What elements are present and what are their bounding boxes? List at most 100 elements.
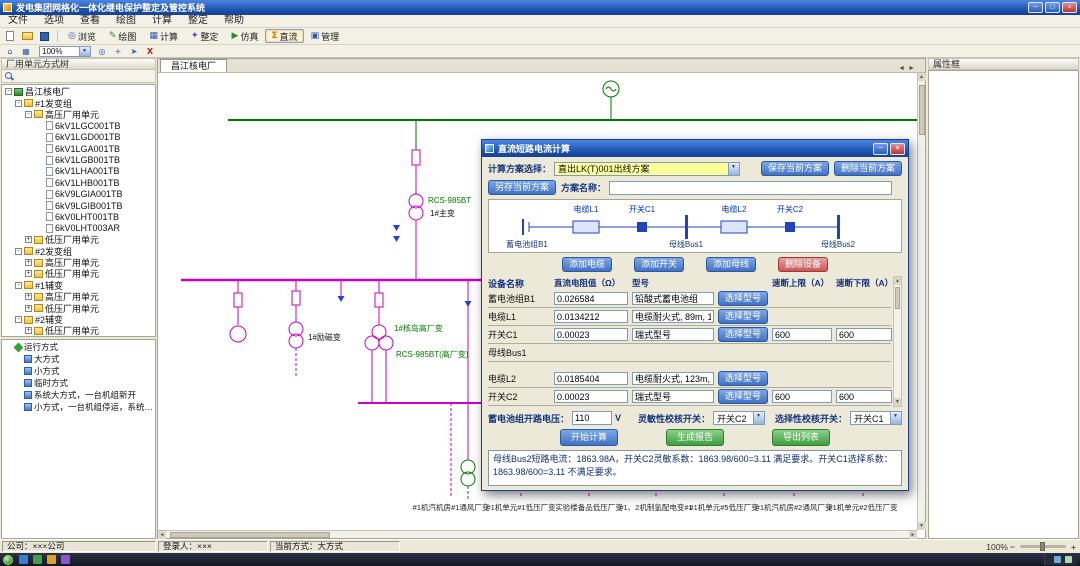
tree-expander[interactable]: - [25, 111, 32, 118]
mode-tree-item[interactable]: 小方式，一台机组停运，系统侧新开 [2, 401, 155, 413]
add-switch-button[interactable]: 添加开关 [634, 257, 684, 272]
tree-expander[interactable]: + [25, 327, 32, 334]
model-input[interactable] [632, 310, 714, 323]
select-model-button[interactable]: 选择型号 [718, 309, 768, 324]
tree-item[interactable]: + 高压厂用单元 [2, 257, 155, 268]
tray-icon[interactable] [1065, 556, 1072, 563]
toolbar-button[interactable]: ◎ 浏览 [62, 29, 102, 43]
toolbar-button[interactable]: Σ 直流 [265, 29, 303, 43]
resistance-input[interactable] [554, 372, 628, 385]
new-file-icon[interactable] [2, 29, 18, 43]
tab-changjiang-plant[interactable]: 昌江核电厂 [160, 59, 227, 72]
select-model-button[interactable]: 选择型号 [718, 371, 768, 386]
select-model-button[interactable]: 选择型号 [718, 389, 768, 404]
tree-item[interactable]: + 低压厂用单元 [2, 234, 155, 245]
mode-tree-item[interactable]: 运行方式 [2, 341, 155, 353]
table-scrollbar[interactable] [893, 276, 902, 407]
tree-expander[interactable]: + [25, 293, 32, 300]
select-model-button[interactable]: 选择型号 [718, 291, 768, 306]
dialog-minimize-button[interactable]: ─ [873, 143, 888, 155]
tree-item[interactable]: - #2发变组 [2, 245, 155, 256]
add-bus-button[interactable]: 添加母线 [706, 257, 756, 272]
menu-item[interactable]: 选项 [36, 15, 72, 27]
toolbar-button[interactable]: ▦ 计算 [143, 29, 184, 43]
canvas-horizontal-scrollbar[interactable] [158, 530, 917, 538]
taskbar-app-icon[interactable] [33, 555, 42, 564]
tree-search-input[interactable] [17, 71, 155, 81]
save-scheme-button[interactable]: 保存当前方案 [761, 161, 829, 176]
sensitivity-switch-combobox[interactable]: 开关C2 [713, 411, 765, 425]
menu-item[interactable]: 查看 [72, 15, 108, 27]
menu-item[interactable]: 文件 [0, 15, 36, 27]
scroll-left-icon[interactable] [158, 531, 166, 539]
tree-item[interactable]: 6kV9LGIA001TB [2, 189, 155, 200]
start-button[interactable] [3, 555, 13, 565]
tree-expander[interactable]: - [5, 88, 12, 95]
tree-item[interactable]: - #1辅变 [2, 280, 155, 291]
scroll-right-icon[interactable] [909, 531, 917, 539]
tab-scroll-left-icon[interactable]: ◄ [898, 65, 905, 72]
chevron-down-icon[interactable] [79, 47, 90, 56]
tree-item[interactable]: + 低压厂用单元 [2, 325, 155, 336]
tree-item[interactable]: - 高压厂用单元 [2, 109, 155, 120]
export-list-button[interactable]: 导出列表 [772, 429, 830, 446]
chevron-down-icon[interactable] [890, 412, 901, 424]
trip-lower-input[interactable] [836, 328, 892, 341]
select-model-button[interactable]: 选择型号 [718, 327, 768, 342]
battery-voltage-input[interactable] [572, 411, 612, 425]
chevron-down-icon[interactable] [728, 163, 739, 175]
scrollbar-thumb[interactable] [919, 85, 925, 135]
window-maximize-button[interactable]: □ [1045, 2, 1060, 13]
scrollbar-thumb[interactable] [895, 287, 900, 309]
canvas-vertical-scrollbar[interactable] [917, 73, 925, 530]
tray-icon[interactable] [1054, 556, 1061, 563]
dialog-close-button[interactable]: × [890, 143, 905, 155]
pages-icon[interactable]: ▦ [19, 46, 33, 57]
zoom-out-button[interactable]: − [1008, 542, 1017, 552]
scheme-name-input[interactable] [609, 181, 892, 195]
tree-item[interactable]: + 低压厂用单元 [2, 302, 155, 313]
tree-expander[interactable]: + [25, 259, 32, 266]
tree-expander[interactable]: + [25, 305, 32, 312]
delete-x-icon[interactable]: X [143, 46, 157, 57]
resistance-input[interactable] [554, 310, 628, 323]
home-icon[interactable]: ⌂ [3, 46, 17, 57]
model-input[interactable] [632, 292, 714, 305]
chevron-down-icon[interactable] [753, 412, 764, 424]
toolbar-button[interactable]: ✎ 绘图 [103, 29, 143, 43]
tree-item[interactable]: 6kV9LGIB001TB [2, 200, 155, 211]
toolbar-button[interactable]: ✦ 整定 [185, 29, 225, 43]
tree-expander[interactable]: + [25, 270, 32, 277]
zoom-slider-thumb[interactable] [1040, 542, 1045, 551]
mode-tree-item[interactable]: 小方式 [2, 365, 155, 377]
model-input[interactable] [632, 390, 714, 403]
scheme-combobox[interactable]: 直出LK(T)001出线方案 [554, 162, 740, 176]
delete-device-button[interactable]: 删除设备 [778, 257, 828, 272]
window-close-button[interactable]: × [1062, 2, 1077, 13]
scroll-down-icon[interactable] [918, 522, 926, 530]
system-tray[interactable] [1044, 554, 1077, 565]
taskbar-app-icon[interactable] [47, 555, 56, 564]
tree-item[interactable]: 6kV1LGA001TB [2, 143, 155, 154]
zoom-in-button[interactable]: + [1069, 542, 1078, 552]
save-as-scheme-button[interactable]: 另存当前方案 [488, 180, 556, 195]
mode-tree-item[interactable]: 临时方式 [2, 377, 155, 389]
tree-item[interactable]: 6kV1LGB001TB [2, 154, 155, 165]
menu-item[interactable]: 计算 [144, 15, 180, 27]
open-file-icon[interactable] [19, 29, 35, 43]
tree-item[interactable]: 6kV1LHB001TB [2, 177, 155, 188]
resistance-input[interactable] [554, 390, 628, 403]
tree-expander[interactable]: - [15, 100, 22, 107]
trip-lower-input[interactable] [836, 390, 892, 403]
taskbar-app-icon[interactable] [61, 555, 70, 564]
model-input[interactable] [632, 372, 714, 385]
model-input[interactable] [632, 328, 714, 341]
tree-item[interactable]: 6kV0LHT001TB [2, 211, 155, 222]
mode-tree-item[interactable]: 大方式 [2, 353, 155, 365]
trip-upper-input[interactable] [772, 390, 832, 403]
tree-item[interactable]: 6kV1LGD001TB [2, 132, 155, 143]
tree-expander[interactable]: - [15, 282, 22, 289]
scroll-up-icon[interactable] [918, 73, 926, 81]
delete-scheme-button[interactable]: 删除当前方案 [834, 161, 902, 176]
resistance-input[interactable] [554, 292, 628, 305]
